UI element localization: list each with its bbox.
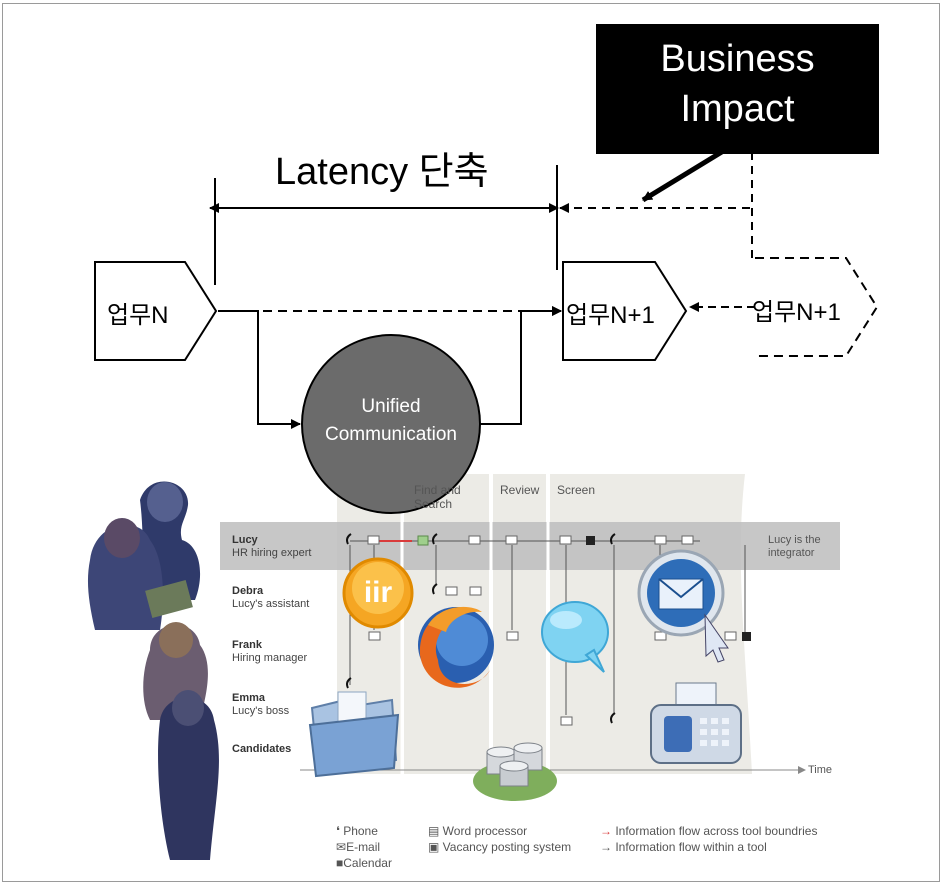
legend-word: ▤ Word processor [428,824,528,838]
node-task-n1-future-shape [755,257,879,357]
phase-find-search: Find and Search [414,483,461,511]
uc-label: Unified Communication [325,396,457,445]
integrator-note: Lucy is the integrator [768,534,821,559]
phase-review: Review [500,483,540,497]
latency-label: Latency 단축 [275,151,489,193]
firefox-icon [418,606,494,688]
slide-frame [2,3,940,882]
business-impact-box: Business Impact [596,24,879,154]
folder-icon [308,691,400,778]
business-impact-label: Business Impact [660,38,815,130]
speech-bubble-icon [541,601,609,673]
database-icon [473,742,557,801]
fax-icon [650,682,742,764]
phone-icon [346,533,352,545]
legend-calendar: ■Calendar [336,856,392,870]
people-illustration [87,481,219,860]
legend-phone: ❛ Phone [336,824,378,838]
svg-text:iir: iir [364,576,393,609]
node-task-n-shape [94,261,218,361]
node-task-n-label: 업무N [107,302,169,329]
node-task-n1-shape [562,261,688,361]
phase-screen: Screen [557,483,596,497]
impact-pointer-arrow [641,147,727,203]
node-task-n1-future-label: 업무N+1 [752,299,841,326]
envelope-icon: ✉ [336,840,347,854]
node-task-n1-label: 업무N+1 [566,302,655,329]
uc-path-out [480,306,562,425]
legend-email: ✉E-mail [336,840,381,854]
iir-icon: iir [342,557,414,629]
legend-within: → Information flow within a tool [600,840,767,854]
email-icon [637,549,729,663]
calendar-icon [586,536,595,545]
uc-circle [301,334,481,514]
time-label: Time [808,764,833,776]
lane-candidates: Candidates [232,743,292,755]
uc-path-in [218,310,301,429]
legend-across: → Information flow across tool boundries [600,824,818,838]
legend-vacancy: ▣ Vacancy posting system [428,840,572,854]
